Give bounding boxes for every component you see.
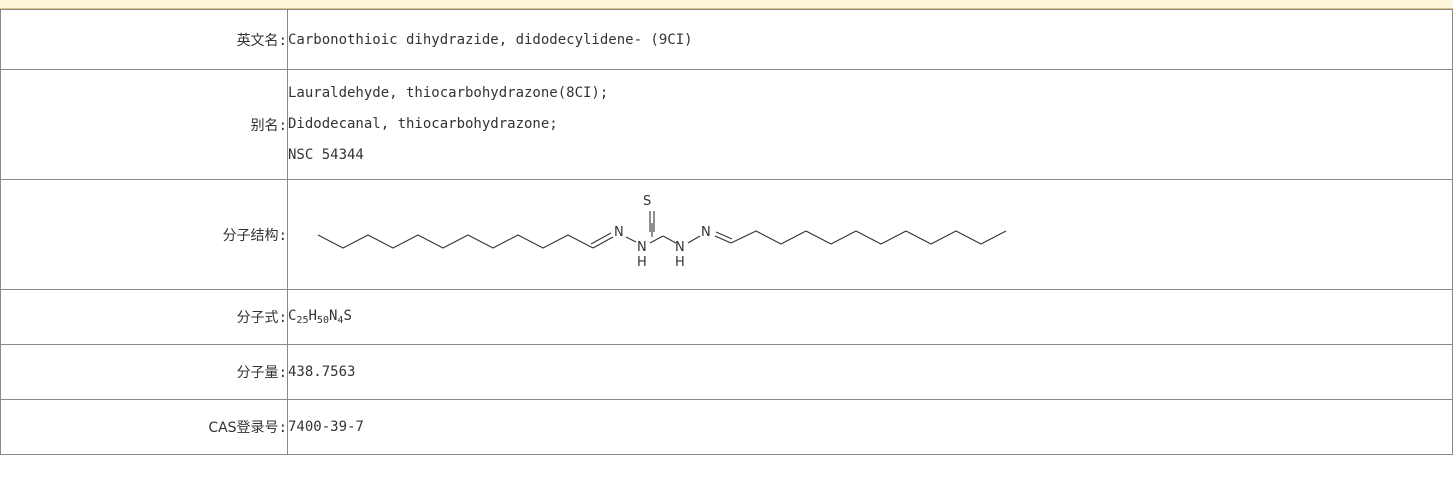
synonym-item: Didodecanal, thiocarbohydrazone; xyxy=(288,116,558,132)
nitrogen-atom: N xyxy=(675,240,685,255)
row-molecular-weight: 分子量: 438.7563 xyxy=(0,344,1453,400)
hydrogen-atom: H xyxy=(637,255,647,270)
hydrogen-atom: H xyxy=(675,255,685,270)
synonym-item: Lauraldehyde, thiocarbohydrazone(8CI); xyxy=(288,85,609,101)
synonym-item: NSC 54344 xyxy=(288,147,364,163)
nitrogen-atom: N xyxy=(614,225,624,240)
header-band xyxy=(0,0,1453,9)
synonyms-value: Lauraldehyde, thiocarbohydrazone(8CI); D… xyxy=(287,69,1453,180)
english-name-label: 英文名: xyxy=(0,9,288,70)
right-alkyl-chain xyxy=(714,229,1007,245)
molecular-weight-value: 438.7563 xyxy=(287,344,1453,400)
cas-value: 7400-39-7 xyxy=(287,399,1453,455)
structure-label: 分子结构: xyxy=(0,179,288,290)
row-english-name: 英文名: Carbonothioic dihydrazide, didodecy… xyxy=(0,9,1453,70)
thiocarbohydrazide-core xyxy=(625,210,701,243)
row-synonyms: 别名: Lauraldehyde, thiocarbohydrazone(8CI… xyxy=(0,69,1453,180)
synonyms-label: 别名: xyxy=(0,69,288,180)
cas-label: CAS登录号: xyxy=(0,399,288,455)
molecule-structure-image: S N N H N H N xyxy=(317,194,1007,270)
left-alkyl-chain xyxy=(317,232,614,249)
english-name-value: Carbonothioic dihydrazide, didodecyliden… xyxy=(287,9,1453,70)
formula-value: C25H50N4S xyxy=(287,289,1453,345)
row-structure: 分子结构: xyxy=(0,179,1453,290)
row-cas-number: CAS登录号: 7400-39-7 xyxy=(0,399,1453,455)
formula-label: 分子式: xyxy=(0,289,288,345)
sulfur-atom: S xyxy=(643,194,651,209)
molecular-weight-label: 分子量: xyxy=(0,344,288,400)
nitrogen-atom: N xyxy=(701,225,711,240)
nitrogen-atom: N xyxy=(637,240,647,255)
structure-value: S N N H N H N xyxy=(287,179,1453,290)
row-formula: 分子式: C25H50N4S xyxy=(0,289,1453,345)
property-table: 英文名: Carbonothioic dihydrazide, didodecy… xyxy=(0,9,1453,455)
